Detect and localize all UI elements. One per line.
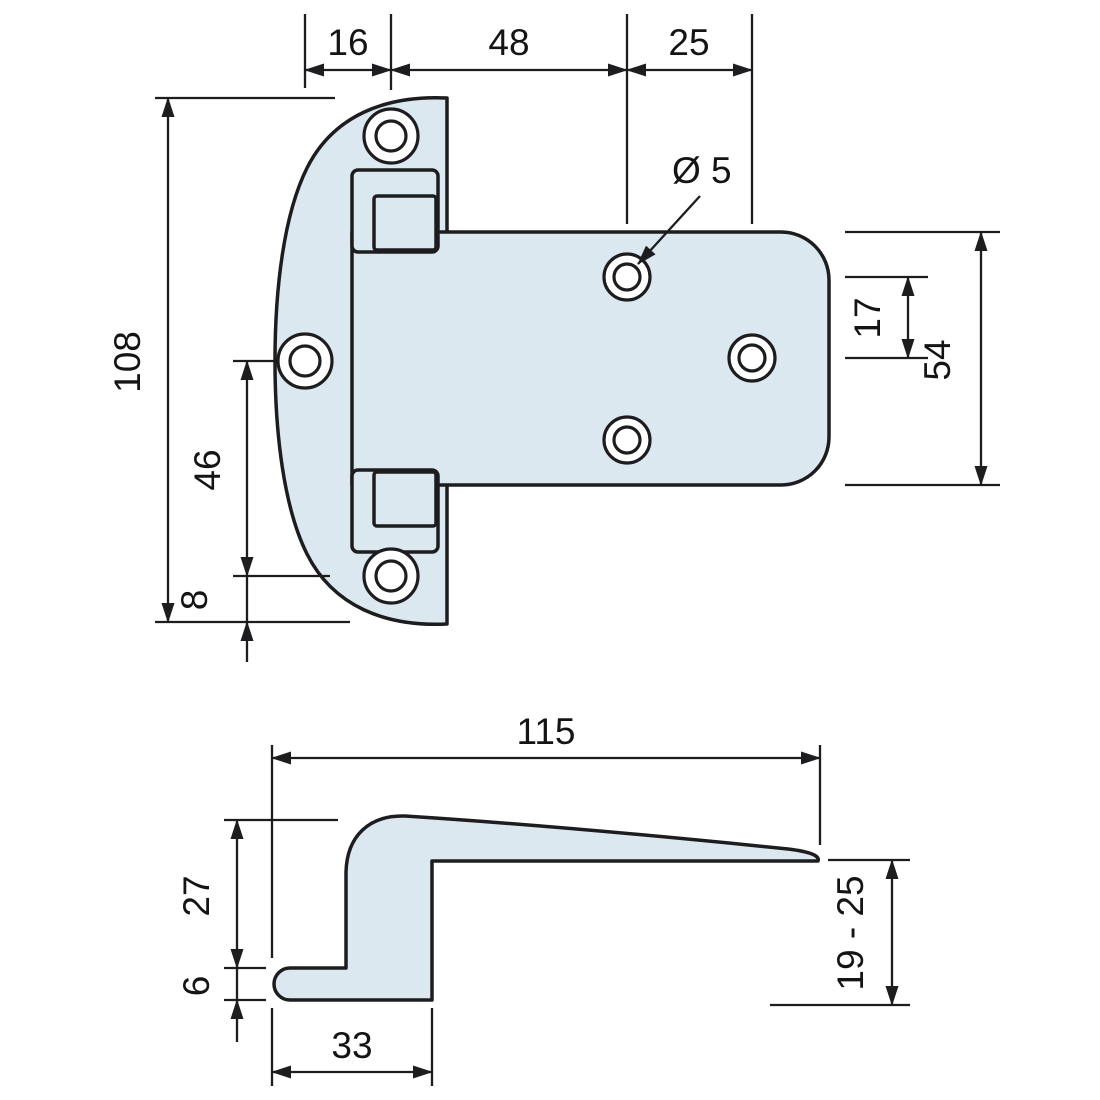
strap-hole-3-bore	[612, 425, 642, 455]
hinge-side-view	[272, 814, 820, 1002]
dim-25-label: 25	[668, 22, 709, 63]
dim-48: 48	[390, 22, 628, 77]
dim-25: 25	[626, 22, 753, 77]
lever-profile	[272, 814, 820, 1002]
knuckle-bottom-pin-housing	[372, 470, 438, 528]
dim-16: 16	[304, 22, 392, 77]
hole-diameter-label: Ø 5	[672, 150, 732, 191]
dim-48-label: 48	[488, 22, 529, 63]
dim-115-label: 115	[517, 711, 576, 752]
dim-27: 27	[176, 819, 244, 969]
top-left-dimensions: 108 46 8	[107, 96, 350, 662]
frame-hole-middle-bore	[288, 344, 322, 378]
dim-19-25: 19 - 25	[830, 859, 899, 1006]
dim-54-label: 54	[917, 339, 958, 380]
dim-46: 46	[187, 360, 254, 577]
dim-108-label: 108	[107, 331, 148, 393]
frame-hole-top-bore	[374, 119, 408, 153]
top-horizontal-dimensions: 16 48 25	[303, 14, 754, 224]
dim-27-label: 27	[176, 875, 217, 916]
dim-6-label: 6	[176, 976, 217, 997]
dim-33-label: 33	[331, 1025, 372, 1066]
strap-hole-1-bore	[612, 262, 642, 292]
dim-16-label: 16	[327, 22, 368, 63]
leader-line	[637, 195, 701, 265]
dim-17: 17	[847, 276, 915, 359]
side-view-dimensions: 115 27 6 33 19 - 25	[176, 711, 910, 1086]
dim-33: 33	[271, 1025, 433, 1079]
dim-46-label: 46	[187, 449, 228, 490]
dim-6: 6	[176, 968, 244, 1042]
dim-8: 8	[174, 576, 254, 662]
dim-54: 54	[917, 231, 988, 486]
dim-108: 108	[107, 97, 175, 623]
hinge-top-view	[273, 95, 831, 627]
top-right-dimensions: 17 54	[845, 230, 1000, 487]
frame-hole-bottom-bore	[374, 559, 408, 593]
hole-diameter-callout: Ø 5	[637, 150, 732, 265]
dim-8-label: 8	[174, 590, 215, 611]
dim-19-25-label: 19 - 25	[830, 875, 871, 990]
dim-17-label: 17	[847, 297, 888, 338]
knuckle-top-pin-housing	[372, 194, 438, 252]
strap-hole-2-bore	[737, 343, 767, 373]
dim-115: 115	[271, 711, 821, 765]
strap-plate	[350, 230, 831, 487]
